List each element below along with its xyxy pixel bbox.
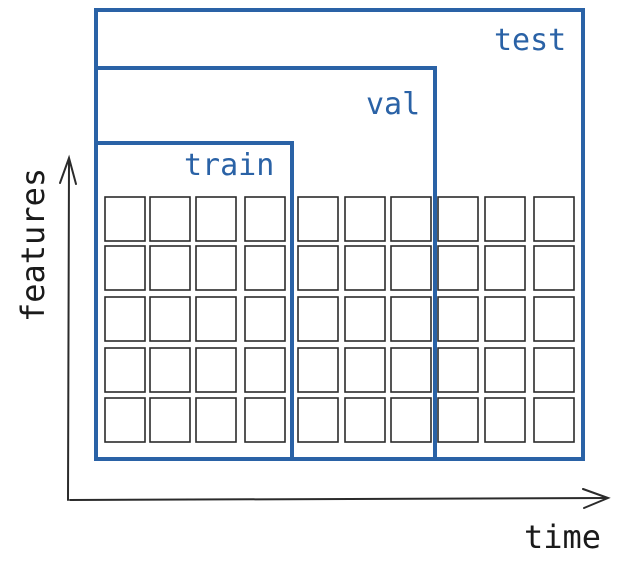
x-axis-line [69,497,608,501]
feature-cell [344,245,386,291]
y-axis-line [67,159,70,501]
feature-cell [195,245,237,291]
feature-cell [533,296,575,342]
feature-cell [244,245,286,291]
feature-cell-grid [104,196,575,443]
feature-cell [149,245,191,291]
feature-cell [195,296,237,342]
feature-cell [533,196,575,242]
feature-cell [244,347,286,393]
test-label: test [494,23,566,58]
feature-cell [484,245,526,291]
feature-cell [484,196,526,242]
feature-cell [344,347,386,393]
feature-cell [484,347,526,393]
feature-cell [149,347,191,393]
y-axis-label: features [14,168,52,322]
feature-cell [104,296,146,342]
feature-cell [344,397,386,443]
feature-cell [149,196,191,242]
feature-cell [437,296,479,342]
feature-cell [390,245,432,291]
feature-cell [195,397,237,443]
feature-cell [244,196,286,242]
axes [59,154,611,509]
feature-cell [484,397,526,443]
feature-cell [344,296,386,342]
val-label: val [366,87,420,122]
feature-cell [344,196,386,242]
feature-cell [533,347,575,393]
feature-cell [297,245,339,291]
feature-cell [437,347,479,393]
feature-cell [297,296,339,342]
feature-cell [195,347,237,393]
feature-cell [390,296,432,342]
train-label: train [184,148,274,183]
train-split-box [94,141,294,461]
feature-cell [195,196,237,242]
feature-cell [244,397,286,443]
feature-cell [533,397,575,443]
val-split-box [94,66,437,461]
feature-cell [149,296,191,342]
x-axis-arrowhead [582,488,611,509]
feature-cell [297,347,339,393]
feature-cell [297,196,339,242]
feature-cell [104,196,146,242]
feature-cell [297,397,339,443]
feature-cell [437,397,479,443]
feature-cell [390,196,432,242]
feature-cell [390,397,432,443]
feature-cell [104,245,146,291]
feature-cell [484,296,526,342]
feature-cell [390,347,432,393]
feature-cell [437,245,479,291]
x-axis-label: time [524,518,601,556]
feature-cell [149,397,191,443]
feature-cell [104,347,146,393]
split-boxes: test val train [94,8,585,461]
feature-cell [533,245,575,291]
feature-cell [104,397,146,443]
y-axis-arrowhead [59,154,77,185]
feature-cell [244,296,286,342]
feature-cell [437,196,479,242]
